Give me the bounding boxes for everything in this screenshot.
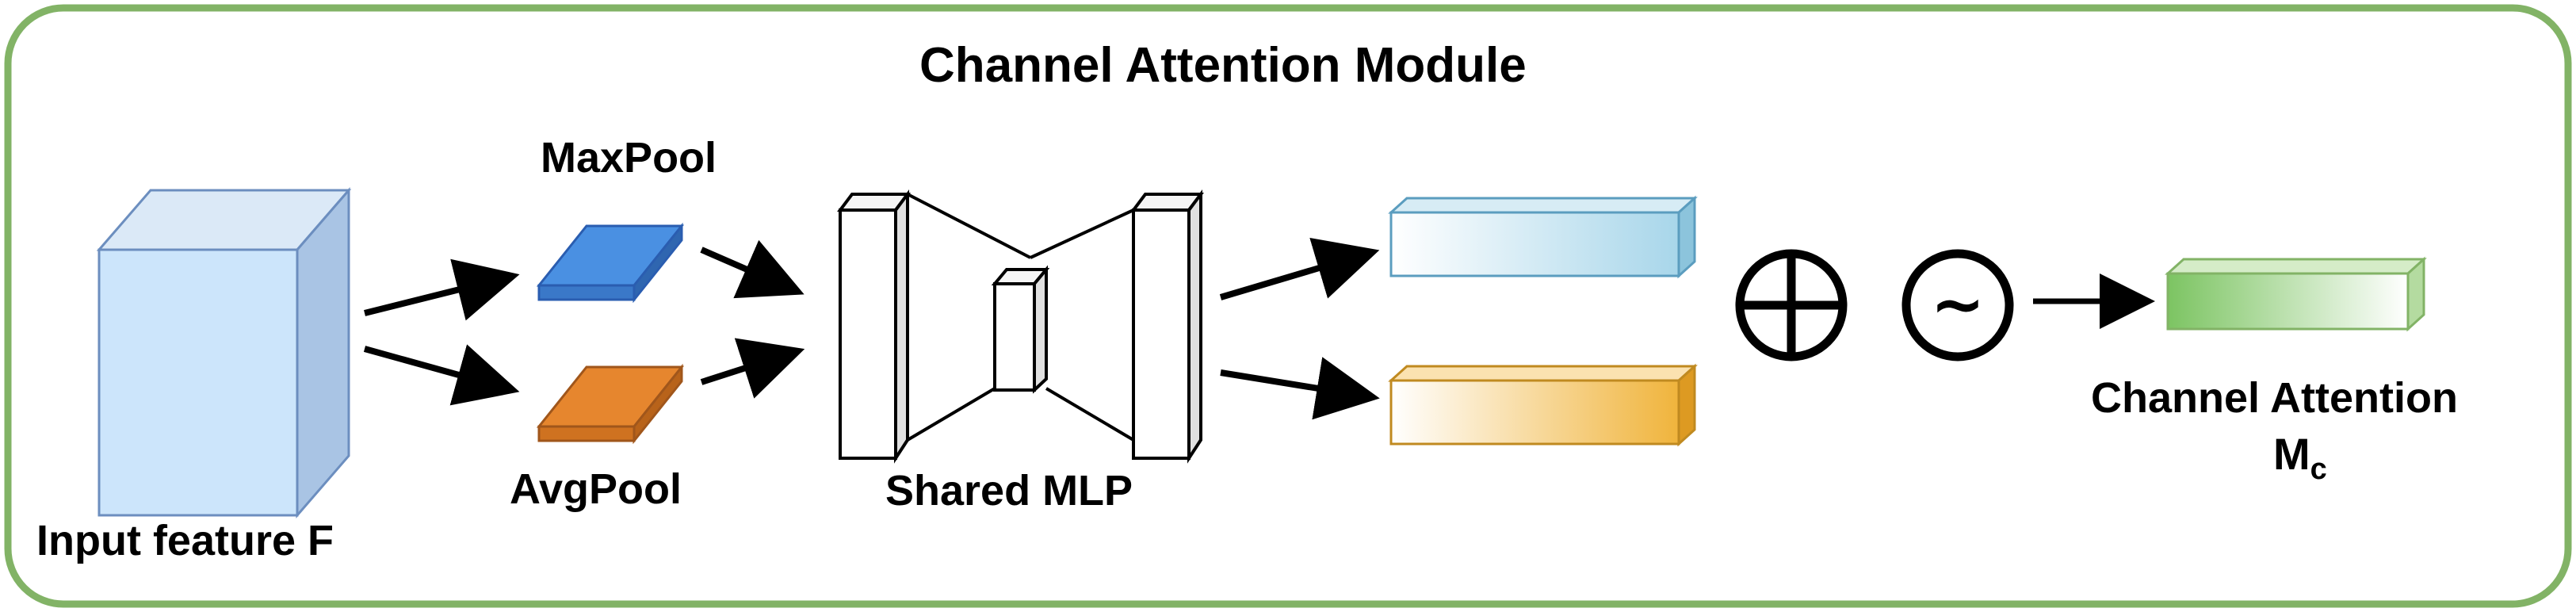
avgpool-slab xyxy=(536,363,685,445)
avgpool-label: AvgPool xyxy=(510,465,682,513)
mlp-output-avg xyxy=(1388,363,1698,447)
mc-subscript: c xyxy=(2310,453,2327,486)
channel-attention-label: Channel Attention xyxy=(2091,374,2458,422)
channel-attention-bar xyxy=(2165,256,2427,332)
sum-icon xyxy=(1735,249,1848,361)
module-title: Channel Attention Module xyxy=(919,38,1527,93)
input-feature-label: Input feature F xyxy=(36,517,334,564)
arrow-input-to-avgpool xyxy=(363,344,520,406)
shared-mlp-label: Shared MLP xyxy=(885,467,1133,514)
arrow-maxpool-to-mlp xyxy=(700,239,805,299)
module-frame xyxy=(4,4,2572,608)
sigmoid-glyph: ~ xyxy=(1931,267,1986,342)
arrow-mlp-to-max-output xyxy=(1219,237,1380,300)
sigmoid-icon: ~ xyxy=(1901,249,2014,361)
mc-label: Mc xyxy=(2273,429,2327,485)
mlp-output-max xyxy=(1388,195,1698,279)
maxpool-slab xyxy=(536,222,685,304)
arrow-avgpool-to-mlp xyxy=(700,338,805,399)
mc-main: M xyxy=(2273,429,2310,479)
shared-mlp xyxy=(837,189,1204,464)
maxpool-label: MaxPool xyxy=(541,134,717,182)
arrow-input-to-maxpool xyxy=(364,258,520,321)
arrow-mlp-to-avg-output xyxy=(1220,357,1380,420)
input-feature-cube xyxy=(96,186,352,519)
